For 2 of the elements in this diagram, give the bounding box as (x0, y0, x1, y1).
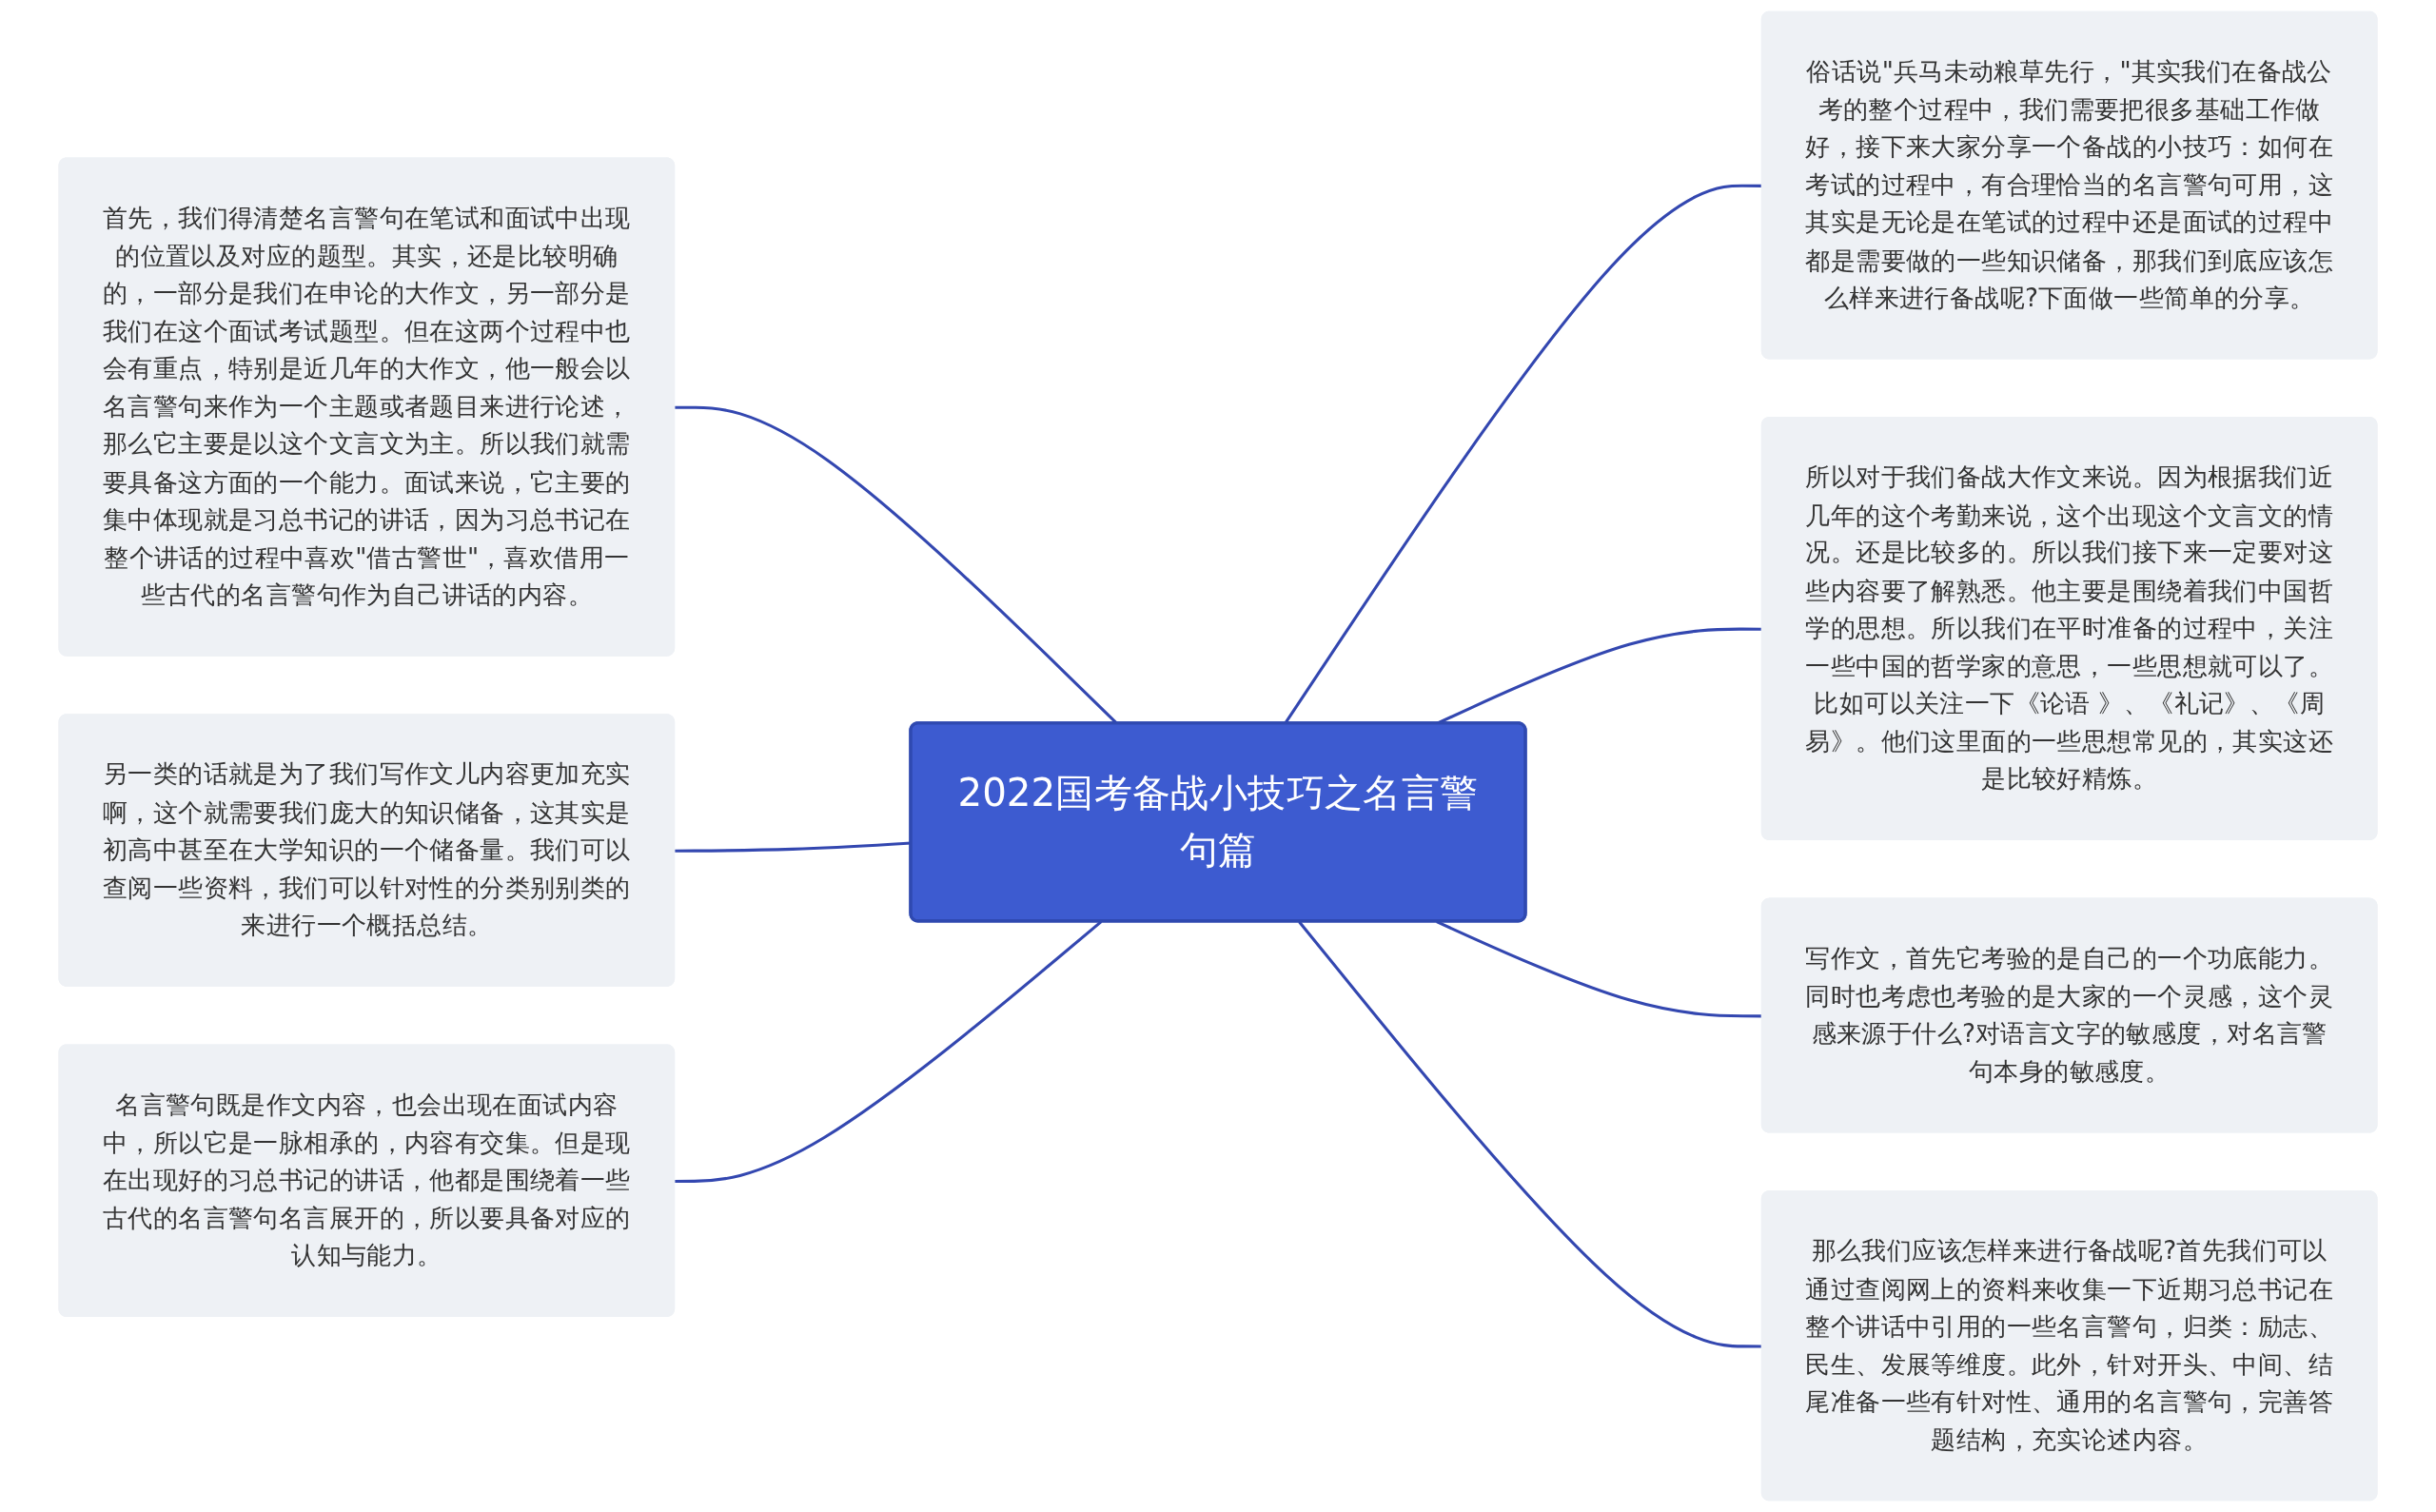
connector (675, 841, 912, 853)
connector (675, 920, 1103, 1183)
